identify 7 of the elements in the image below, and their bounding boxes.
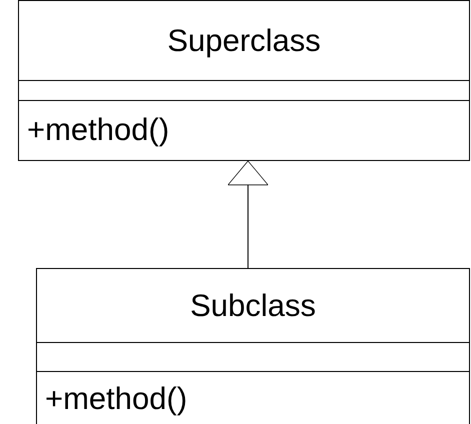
inheritance-arrow (228, 160, 268, 268)
method-text: +method() (27, 112, 170, 148)
class-name: Subclass (190, 288, 316, 324)
class-box (18, 0, 470, 161)
method-text: +method() (45, 380, 188, 416)
class-box (36, 268, 470, 424)
class-name: Superclass (167, 22, 321, 58)
